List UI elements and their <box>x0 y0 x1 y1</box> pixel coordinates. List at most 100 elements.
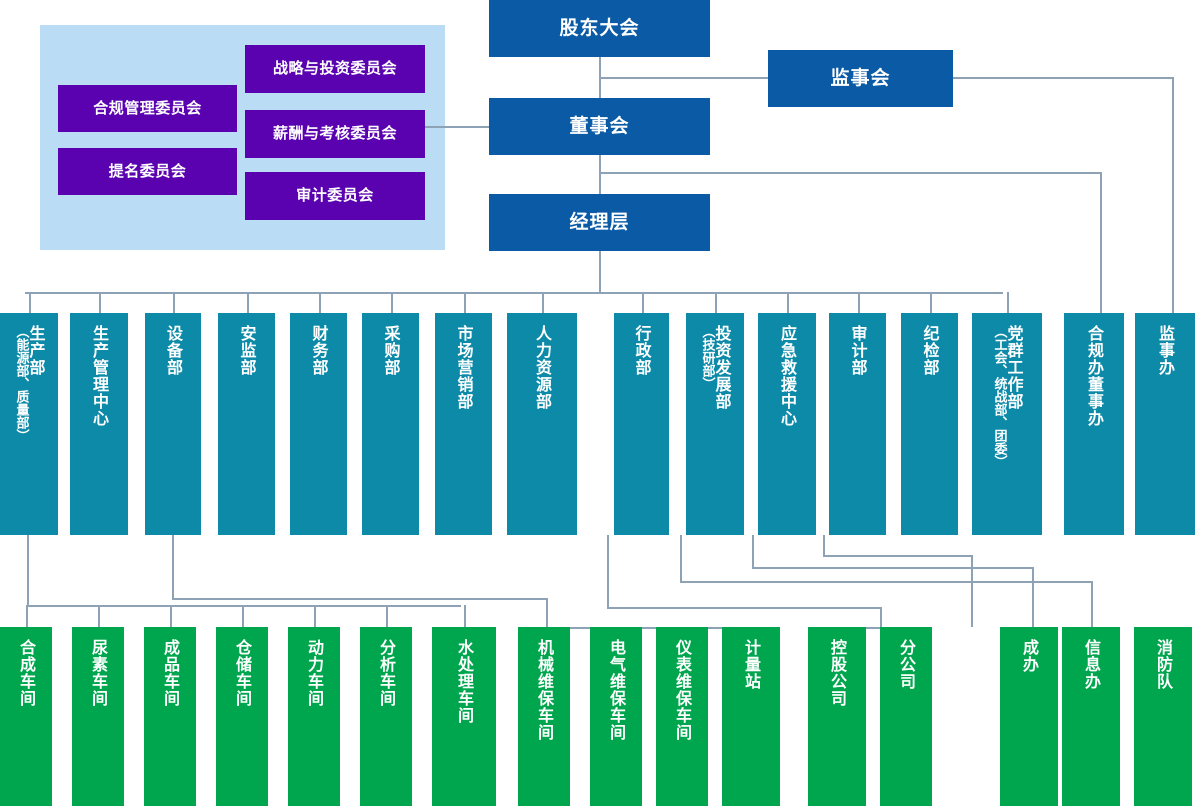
workshop-box-15[interactable]: 信息办 <box>1062 627 1120 806</box>
department-label: 生产管理中心 <box>90 325 109 427</box>
department-box-15[interactable]: 合规办董事办 <box>1064 313 1124 535</box>
workshop-label: 成办 <box>1020 639 1039 673</box>
workshop-box-16[interactable]: 消防队 <box>1134 627 1192 806</box>
department-box-4[interactable]: 安监部 <box>218 313 275 535</box>
workshop-box-9[interactable]: 电气维保车间 <box>590 627 642 806</box>
department-box-3[interactable]: 设备部 <box>145 313 201 535</box>
committee-compliance-management[interactable]: 合规管理委员会 <box>58 85 237 132</box>
department-box-9[interactable]: 行政部 <box>614 313 669 535</box>
department-label: 审计部 <box>848 325 868 376</box>
committee-remuneration-appraisal[interactable]: 薪酬与考核委员会 <box>245 110 425 158</box>
connector-production-down <box>27 535 29 607</box>
workshop-box-8[interactable]: 机械维保车间 <box>518 627 570 806</box>
connector-investment-right <box>680 581 1093 583</box>
connector-bus-to-department-8 <box>542 292 544 313</box>
workshop-box-11[interactable]: 计量站 <box>722 627 780 806</box>
department-sublabel: （能源部、质量部） <box>13 325 29 442</box>
department-box-5[interactable]: 财务部 <box>290 313 347 535</box>
workshop-box-6[interactable]: 分析车间 <box>360 627 412 806</box>
node-board-of-directors[interactable]: 董事会 <box>489 98 710 155</box>
connector-bus-to-workshop-3 <box>170 605 172 627</box>
node-management-layer[interactable]: 经理层 <box>489 194 710 251</box>
connector-audit-right <box>823 555 973 557</box>
workshop-box-10[interactable]: 仪表维保车间 <box>656 627 708 806</box>
connector-drop-workshop-14 <box>971 555 973 627</box>
connector-bus-to-workshop-7 <box>464 605 466 627</box>
workshop-label: 仓储车间 <box>233 639 252 707</box>
committee-nomination[interactable]: 提名委员会 <box>58 148 237 195</box>
department-label: 安监部 <box>237 325 257 376</box>
node-supervisory-board[interactable]: 监事会 <box>768 50 953 107</box>
connector-bus-to-department-10 <box>715 292 717 313</box>
workshop-label: 仪表维保车间 <box>673 639 692 741</box>
committee-strategy-investment[interactable]: 战略与投资委员会 <box>245 45 425 93</box>
department-box-14[interactable]: 党群工作部（工会、统战部、团委） <box>972 313 1042 535</box>
connector-committees-to-board <box>425 126 490 128</box>
department-label: 人力资源部 <box>533 325 552 410</box>
connector-department-bus-right <box>599 292 1003 294</box>
connector-bus-to-department-3 <box>173 292 175 313</box>
workshop-box-12[interactable]: 控股公司 <box>808 627 866 806</box>
department-box-11[interactable]: 应急救援中心 <box>758 313 816 535</box>
department-box-7[interactable]: 市场营销部 <box>435 313 492 535</box>
department-box-16[interactable]: 监事办 <box>1135 313 1195 535</box>
connector-board-down <box>599 155 601 194</box>
connector-bus-to-department-4 <box>246 292 249 313</box>
connector-admin-to-subsidiary <box>880 607 882 627</box>
workshop-label: 机械维保车间 <box>535 639 554 741</box>
committee-audit[interactable]: 审计委员会 <box>245 172 425 220</box>
workshop-box-7[interactable]: 水处理车间 <box>432 627 496 806</box>
workshop-label: 消防队 <box>1154 639 1173 690</box>
department-sublabel: （技研部） <box>699 325 715 390</box>
department-label: 监事办 <box>1156 325 1175 376</box>
workshop-box-3[interactable]: 成品车间 <box>144 627 196 806</box>
connector-bus-to-workshop-5 <box>314 605 316 627</box>
connector-bus-to-department-5 <box>318 292 321 313</box>
node-shareholders-meeting[interactable]: 股东大会 <box>489 0 710 57</box>
department-label: 财务部 <box>309 325 329 376</box>
connector-bus-to-department-16 <box>1172 77 1174 313</box>
workshop-label: 信息办 <box>1082 639 1101 690</box>
workshop-box-2[interactable]: 尿素车间 <box>72 627 124 806</box>
connector-board-to-compliance-office <box>599 172 1102 174</box>
workshop-box-13[interactable]: 分公司 <box>880 627 932 806</box>
department-label: 市场营销部 <box>454 325 474 410</box>
department-box-6[interactable]: 采购部 <box>362 313 419 535</box>
department-box-2[interactable]: 生产管理中心 <box>70 313 128 535</box>
department-box-12[interactable]: 审计部 <box>829 313 886 535</box>
workshop-label: 分析车间 <box>377 639 396 707</box>
department-box-13[interactable]: 纪检部 <box>901 313 958 535</box>
workshop-label: 控股公司 <box>828 639 847 707</box>
connector-bus-to-department-2 <box>99 292 101 313</box>
connector-bus-to-department-13 <box>929 292 932 313</box>
department-box-1[interactable]: 生产部（能源部、质量部） <box>0 313 58 535</box>
workshop-box-4[interactable]: 仓储车间 <box>216 627 268 806</box>
workshop-label: 成品车间 <box>161 639 180 707</box>
connector-bus-to-department-11 <box>787 292 789 313</box>
workshop-label: 计量站 <box>742 639 761 690</box>
department-label: 党群工作部 <box>1004 325 1024 410</box>
connector-management-down <box>599 251 601 292</box>
department-box-10[interactable]: 投资发展部（技研部） <box>686 313 744 535</box>
connector-admin-down <box>607 535 609 609</box>
connector-shareholders-to-supervisory <box>599 77 769 79</box>
connector-admin-right <box>607 607 882 609</box>
connector-emergency-down <box>752 535 754 569</box>
department-box-8[interactable]: 人力资源部 <box>507 313 577 535</box>
connector-supervisory-right <box>952 77 1174 79</box>
connector-bus-to-department-7 <box>463 292 466 313</box>
department-label: 投资发展部 <box>712 325 732 410</box>
department-label: 生产部 <box>26 325 46 376</box>
workshop-box-1[interactable]: 合成车间 <box>0 627 52 806</box>
connector-bus-to-workshop-6 <box>386 605 388 627</box>
connector-maintenance-bus <box>544 627 751 629</box>
workshop-label: 尿素车间 <box>89 639 108 707</box>
connector-equipment-down <box>172 535 174 600</box>
connector-drop-workshop-15 <box>1032 567 1034 627</box>
connector-holding-branch-bus <box>837 627 906 629</box>
workshop-box-5[interactable]: 动力车间 <box>288 627 340 806</box>
connector-bus-to-department-6 <box>390 292 393 313</box>
connector-bus-to-department-12 <box>857 292 860 313</box>
workshop-box-14[interactable]: 成办 <box>1000 627 1058 806</box>
